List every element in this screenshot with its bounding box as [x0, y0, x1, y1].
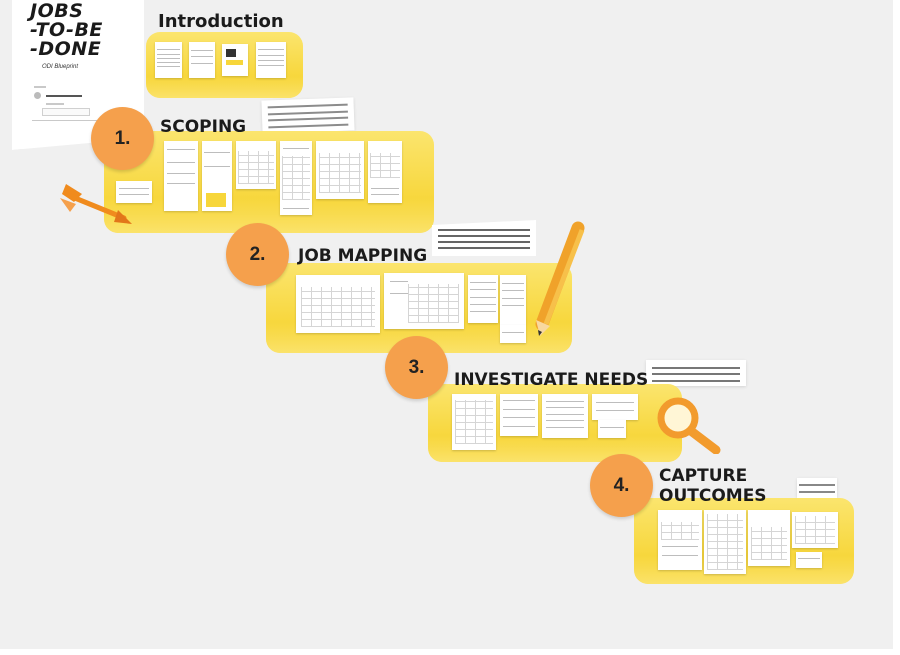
outcomes-heading-line-2: OUTCOMES — [659, 486, 767, 506]
investigate-note[interactable] — [646, 360, 746, 386]
intro-doc-2[interactable] — [189, 42, 215, 78]
intro-platform[interactable] — [146, 32, 303, 98]
job-mapping-doc-5[interactable] — [500, 325, 526, 343]
investigate-doc-3[interactable] — [542, 394, 588, 438]
step-2-badge: 2. — [226, 223, 289, 286]
investigate-platform[interactable] — [428, 384, 682, 462]
scoping-doc-3[interactable] — [202, 141, 232, 211]
scoping-platform[interactable] — [104, 131, 434, 233]
scoping-doc-7[interactable] — [368, 141, 402, 203]
scoping-doc-1[interactable] — [116, 181, 152, 203]
job-mapping-note[interactable] — [432, 220, 536, 256]
scoping-doc-2[interactable] — [164, 141, 198, 211]
scoping-note[interactable] — [261, 97, 355, 134]
step-3-badge: 3. — [385, 336, 448, 399]
pencil-icon — [535, 221, 585, 336]
scoping-doc-5[interactable] — [280, 141, 312, 215]
outcomes-heading: CAPTURE OUTCOMES — [659, 466, 767, 506]
job-mapping-platform[interactable] — [266, 263, 572, 353]
investigate-doc-4[interactable] — [592, 394, 638, 420]
outcomes-note[interactable] — [797, 478, 837, 498]
title-card[interactable]: JOBS -TO-BE -DONE ODI Blueprint — [12, 0, 144, 150]
outcomes-doc-4[interactable] — [792, 512, 838, 548]
intro-heading: Introduction — [158, 11, 284, 32]
dart-icon — [60, 184, 132, 224]
outcomes-heading-line-1: CAPTURE — [659, 466, 748, 486]
board-subtitle: ODI Blueprint — [42, 64, 79, 70]
outcomes-doc-1[interactable] — [658, 510, 702, 570]
outcomes-platform[interactable] — [634, 498, 854, 584]
job-mapping-doc-1[interactable] — [296, 275, 380, 333]
job-mapping-doc-3[interactable] — [468, 275, 498, 323]
step-1-badge: 1. — [91, 107, 154, 170]
job-mapping-doc-4[interactable] — [500, 275, 526, 325]
step-4-badge: 4. — [590, 454, 653, 517]
intro-doc-1[interactable] — [155, 42, 182, 78]
avatar — [34, 92, 41, 99]
intro-doc-3[interactable] — [222, 44, 248, 76]
outcomes-doc-5[interactable] — [796, 552, 822, 568]
scoping-doc-4[interactable] — [236, 141, 276, 189]
magnifier-icon — [657, 397, 721, 454]
scoping-doc-6[interactable] — [316, 141, 364, 199]
outcomes-doc-3[interactable] — [748, 510, 790, 566]
investigate-doc-2[interactable] — [500, 394, 538, 436]
job-mapping-heading: JOB MAPPING — [298, 246, 428, 266]
board-title: JOBS -TO-BE -DONE — [30, 0, 103, 60]
investigate-doc-1[interactable] — [452, 394, 496, 450]
outcomes-doc-2[interactable] — [704, 510, 746, 574]
investigate-doc-5[interactable] — [598, 420, 626, 438]
scoping-heading: SCOPING — [160, 117, 247, 137]
investigate-heading: INVESTIGATE NEEDS — [454, 370, 649, 390]
job-mapping-doc-2[interactable] — [384, 273, 464, 329]
intro-doc-4[interactable] — [256, 42, 286, 78]
